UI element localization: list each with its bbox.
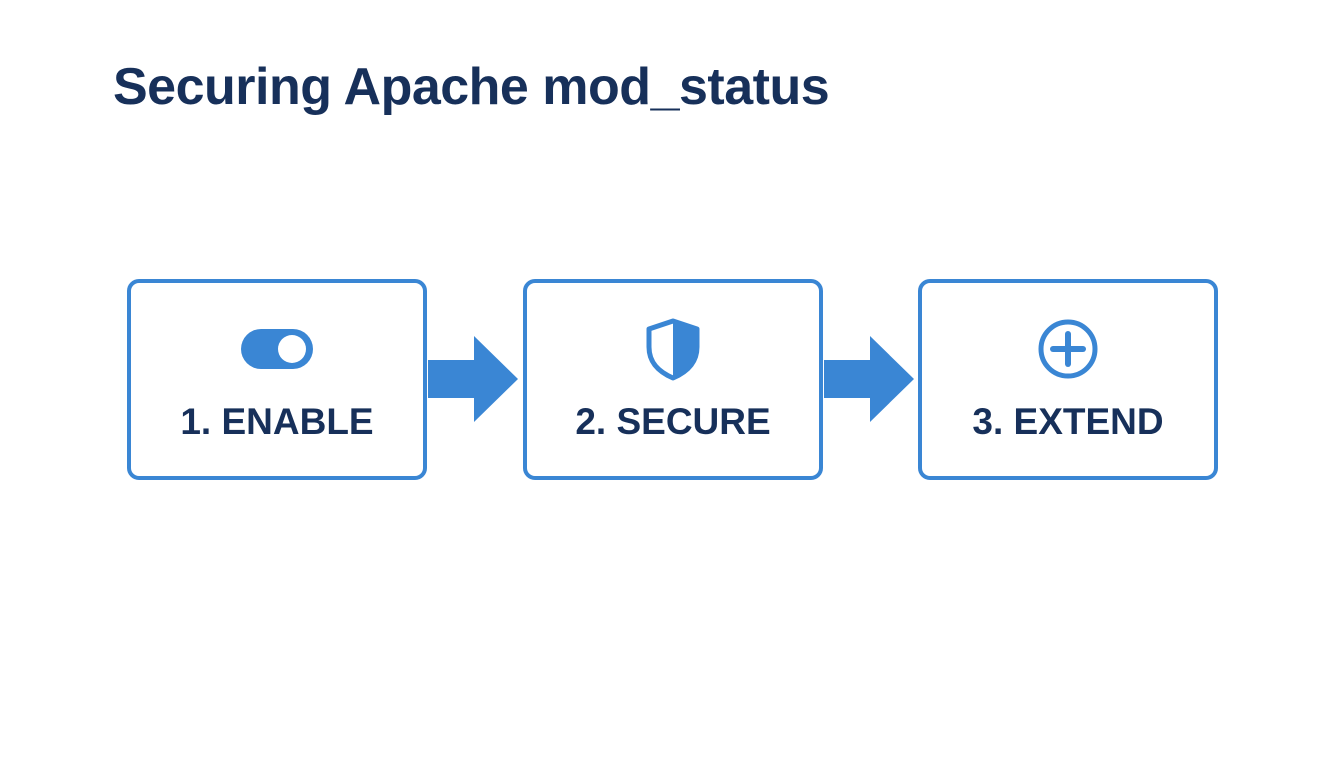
step-label-extend: 3. EXTEND <box>972 401 1164 442</box>
step-enable: 1. ENABLE <box>127 279 427 480</box>
page-title: Securing Apache mod_status <box>113 58 830 116</box>
step-label-enable: 1. ENABLE <box>180 401 374 442</box>
step-label-secure: 2. SECURE <box>575 401 771 442</box>
arrow-right-icon <box>428 336 518 422</box>
step-secure: 2. SECURE <box>523 279 823 480</box>
shield-icon <box>633 318 713 381</box>
plus-circle-icon <box>1028 319 1108 379</box>
step-extend: 3. EXTEND <box>918 279 1218 480</box>
arrow-right-icon <box>824 336 914 422</box>
toggle-switch-icon <box>237 319 317 379</box>
